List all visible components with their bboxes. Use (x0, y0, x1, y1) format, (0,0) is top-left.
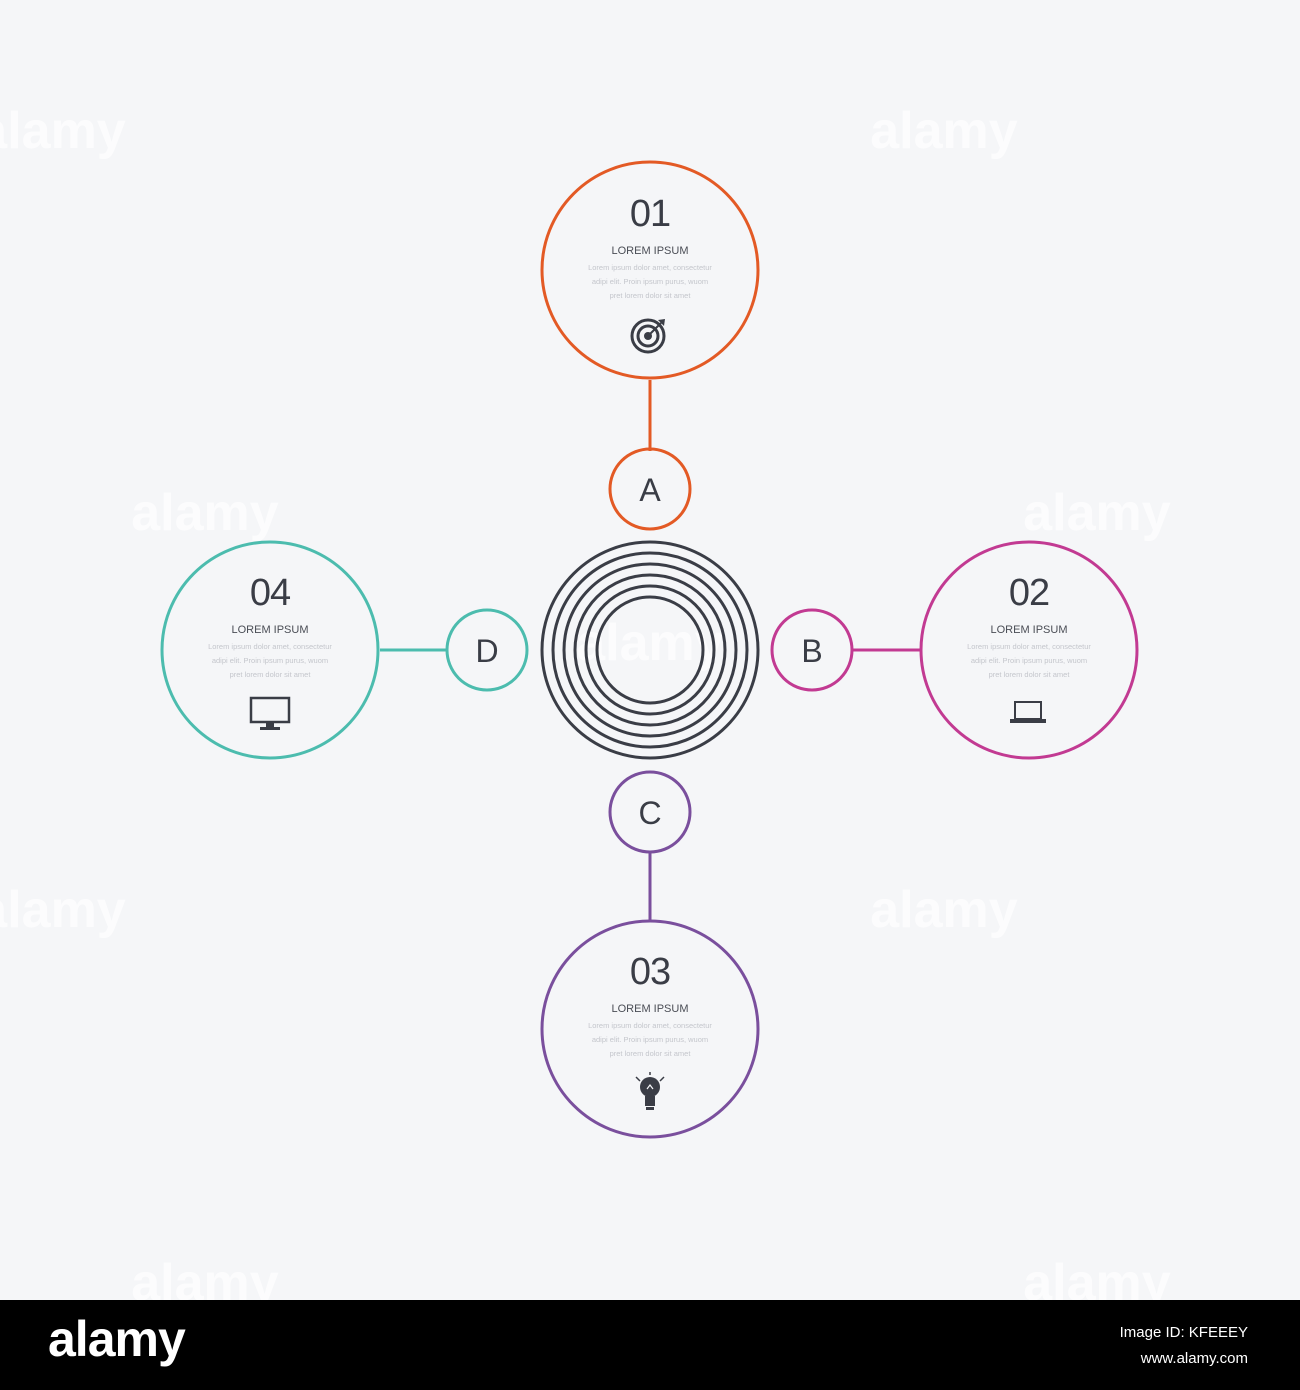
step-02-circle (919, 540, 1139, 760)
step-01-body-line: pret lorem dolor sit amet (610, 291, 692, 300)
letter-d: D (475, 633, 498, 669)
step-04: 04 LOREM IPSUM Lorem ipsum dolor amet, c… (160, 540, 380, 760)
step-04-circle (160, 540, 380, 760)
laptop-icon (1010, 701, 1046, 723)
center-ring (595, 595, 705, 705)
step-02-body-line: pret lorem dolor sit amet (989, 670, 1071, 679)
watermark-text: alamy (0, 102, 126, 160)
step-03-number: 03 (630, 951, 670, 993)
step-01-circle (540, 160, 760, 380)
step-03-body-line: adipi elit. Proin ipsum purus, wuom (592, 1035, 708, 1044)
watermark-text: alamy (576, 614, 724, 672)
letter-node-b: B (770, 608, 854, 692)
watermark-text: alamy (1023, 484, 1171, 542)
step-04-number: 04 (250, 572, 291, 614)
infographic-canvas: alamy alamy alamy alamy alamy alamy alam… (0, 102, 1171, 1300)
watermark-text: alamy (870, 102, 1018, 160)
letter-node-c: C (608, 770, 692, 854)
watermark-text: alamy (131, 1254, 279, 1300)
step-04-title: LOREM IPSUM (231, 624, 308, 636)
step-02: 02 LOREM IPSUM Lorem ipsum dolor amet, c… (919, 540, 1139, 760)
center-rings (540, 540, 760, 760)
center-ring (584, 584, 716, 716)
step-03-title: LOREM IPSUM (611, 1003, 688, 1015)
monitor-icon (249, 696, 291, 730)
letter-a: A (639, 472, 661, 508)
step-02-body-line: Lorem ipsum dolor amet, consectetur (967, 642, 1091, 651)
center-ring (551, 551, 749, 749)
step-01-title: LOREM IPSUM (611, 245, 688, 257)
letter-node-a: A (608, 447, 692, 531)
step-01-number: 01 (630, 193, 670, 235)
footer-logo: alamy (48, 1311, 186, 1367)
step-02-title: LOREM IPSUM (990, 624, 1067, 636)
step-01: 01 LOREM IPSUM Lorem ipsum dolor amet, c… (540, 160, 760, 380)
target-icon (630, 318, 666, 354)
step-04-body-line: pret lorem dolor sit amet (230, 670, 312, 679)
step-04-body-line: adipi elit. Proin ipsum purus, wuom (212, 656, 328, 665)
footer-image-id: Image ID: KFEEEY (1119, 1324, 1248, 1341)
watermark-text: alamy (1023, 1254, 1171, 1300)
lightbulb-icon (635, 1072, 665, 1110)
footer-image-info: Image ID: KFEEEY www.alamy.com (1120, 1320, 1248, 1372)
step-02-body-line: adipi elit. Proin ipsum purus, wuom (971, 656, 1087, 665)
step-01-body-line: Lorem ipsum dolor amet, consectetur (588, 263, 712, 272)
letter-b: B (801, 633, 822, 669)
center-ring (562, 562, 738, 738)
step-03: 03 LOREM IPSUM Lorem ipsum dolor amet, c… (540, 919, 760, 1139)
watermark-layer: alamy alamy alamy alamy alamy alamy alam… (0, 102, 1171, 1300)
watermark-text: alamy (0, 881, 126, 939)
watermark-text: alamy (131, 484, 279, 542)
center-ring (573, 573, 727, 727)
watermark-text: alamy (870, 881, 1018, 939)
letter-node-d: D (445, 608, 529, 692)
center-ring (540, 540, 760, 760)
footer-url: www.alamy.com (1140, 1350, 1248, 1367)
step-03-circle (540, 919, 760, 1139)
letter-c: C (638, 795, 661, 831)
step-01-body-line: adipi elit. Proin ipsum purus, wuom (592, 277, 708, 286)
step-04-body-line: Lorem ipsum dolor amet, consectetur (208, 642, 332, 651)
step-02-number: 02 (1009, 572, 1049, 614)
step-03-body-line: Lorem ipsum dolor amet, consectetur (588, 1021, 712, 1030)
step-03-body-line: pret lorem dolor sit amet (610, 1049, 692, 1058)
footer-bar: alamy Image ID: KFEEEY www.alamy.com (0, 1300, 1300, 1390)
